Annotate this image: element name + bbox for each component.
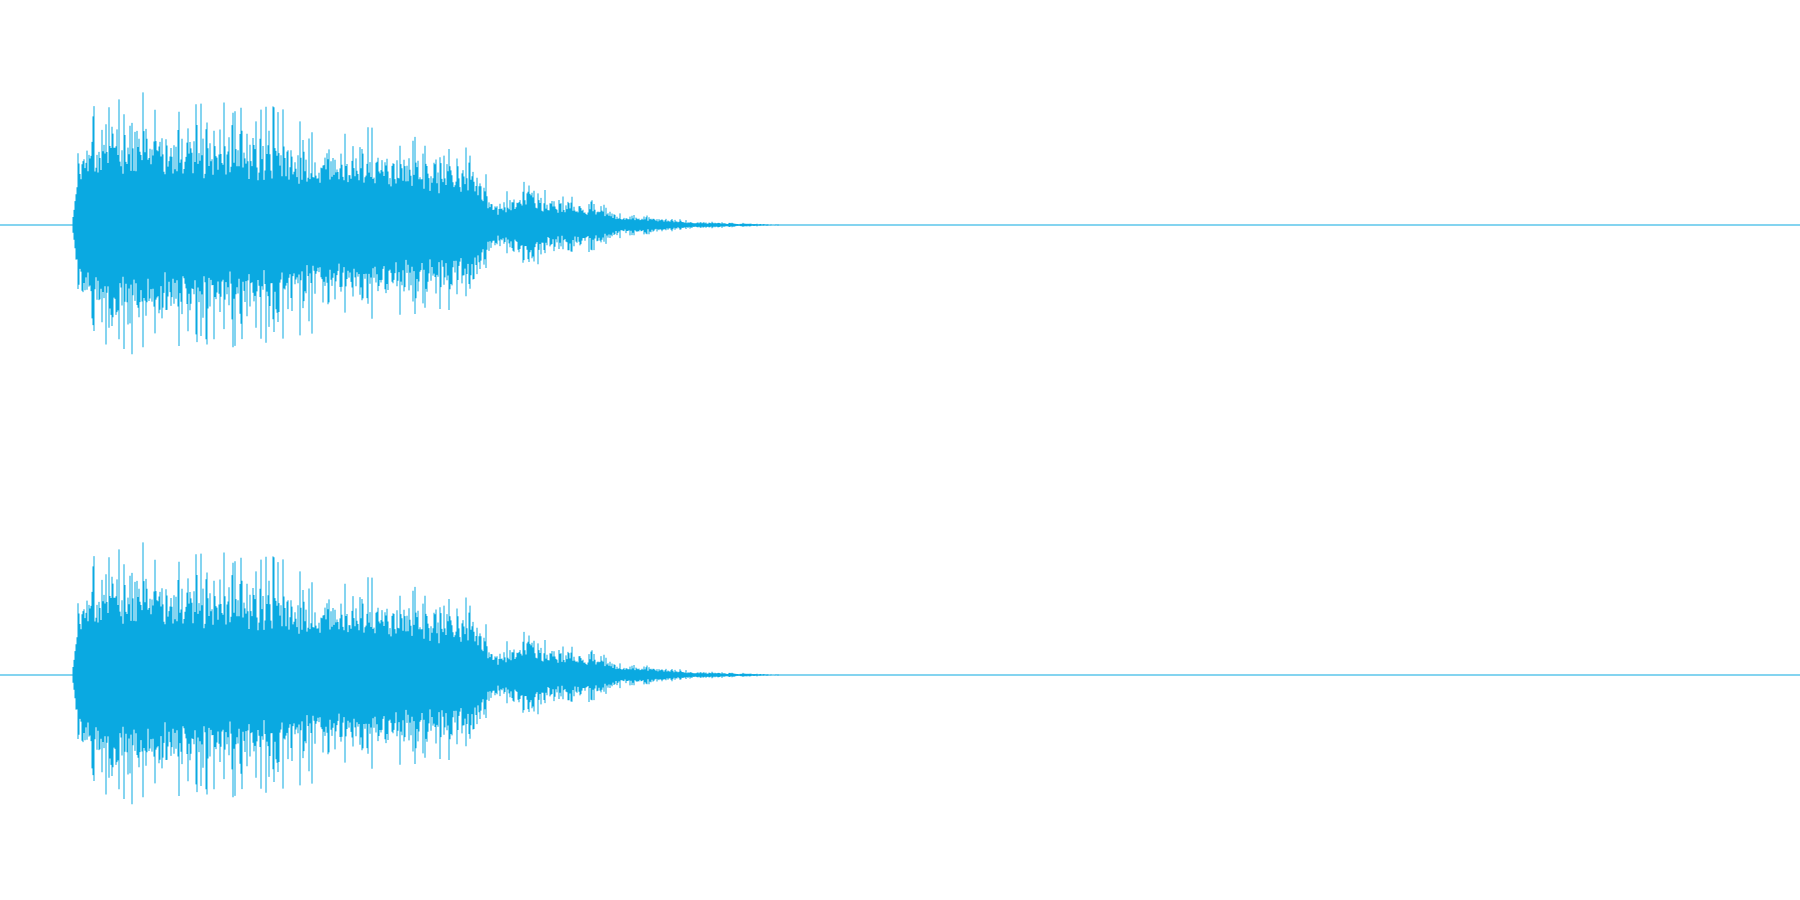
waveform-trace-right: [72, 542, 795, 805]
waveform-channel-right[interactable]: [0, 542, 1800, 805]
waveform-channel-left[interactable]: [0, 92, 1800, 355]
waveform-trace-left: [72, 92, 795, 355]
